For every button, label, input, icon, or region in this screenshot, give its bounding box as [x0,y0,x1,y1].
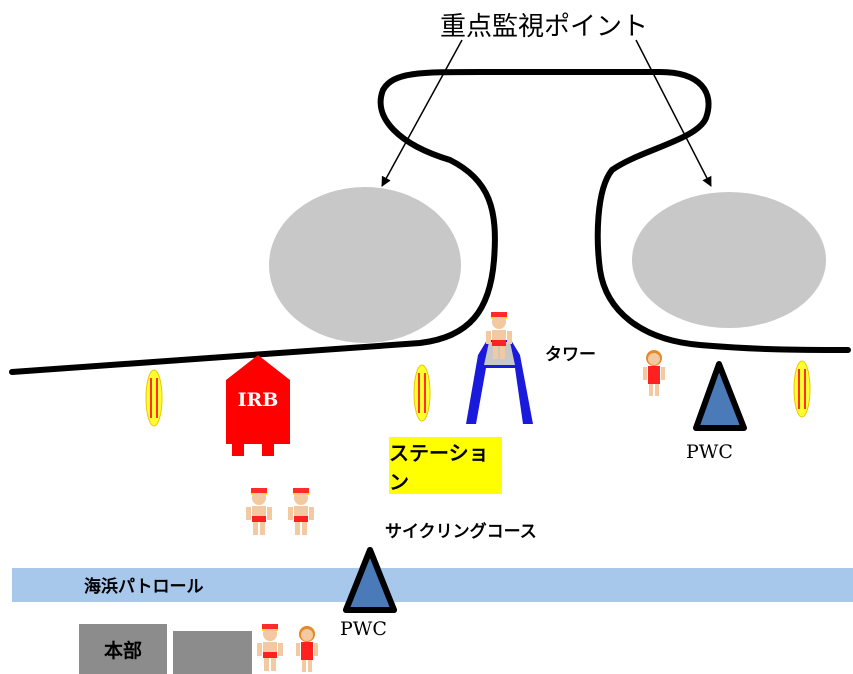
beach-patrol-band [12,568,853,602]
station-label: ステーション [389,440,489,494]
headquarters-annex [173,631,252,674]
pwc-label-right: PWC [686,441,733,463]
irb-boat-icon [226,355,290,456]
irb-label: IRB [237,389,279,411]
pwc-label-bottom: PWC [340,618,387,640]
station-box: ステーション [389,437,502,494]
headquarters-label: 本部 [103,639,142,662]
lifeguard-tower-icon [466,312,533,424]
headquarters-building: 本部 [79,624,167,674]
arrow-right [635,39,712,187]
cycling-course-label: サイクリングコース [385,522,537,542]
rock-right [632,192,826,328]
focus-points-title: 重点監視ポイント [440,12,649,42]
arrow-left [381,39,463,187]
tower-label: タワー [545,345,596,365]
pwc-icon-right [693,361,747,431]
shoreline [9,69,851,375]
rock-left [269,187,461,343]
beach-patrol-label: 海浜パトロール [84,577,204,597]
